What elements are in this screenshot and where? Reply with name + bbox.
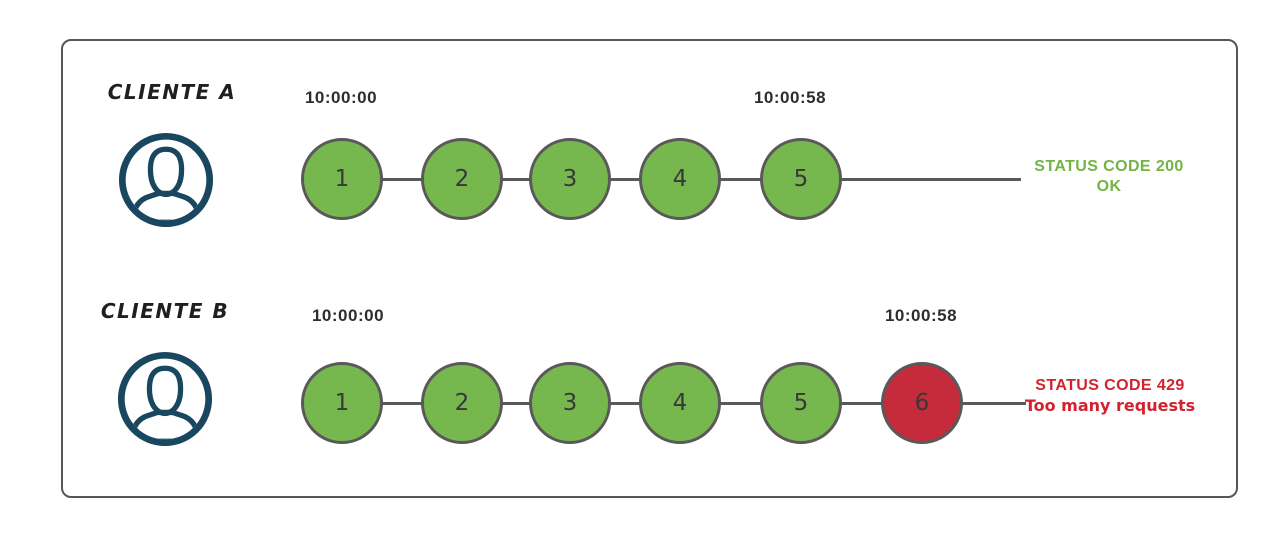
request-circle: 4 (639, 362, 721, 444)
user-avatar-icon (118, 132, 214, 228)
end-time-a: 10:00:58 (753, 88, 827, 107)
start-time-b: 10:00:00 (311, 306, 385, 325)
status-code-text: STATUS CODE 200 (1034, 158, 1184, 175)
status-message-text: OK (1096, 178, 1122, 195)
status-result-b: STATUS CODE 429 Too many requests (1008, 376, 1212, 416)
request-circle: 5 (760, 138, 842, 220)
request-circle: 1 (301, 138, 383, 220)
request-circle: 2 (421, 362, 503, 444)
request-circle: 2 (421, 138, 503, 220)
request-circle: 3 (529, 362, 611, 444)
request-circle: 5 (760, 362, 842, 444)
client-b-label: CLIENTE B (100, 299, 230, 323)
status-message-text: Too many requests (1024, 396, 1196, 415)
request-circle: 3 (529, 138, 611, 220)
start-time-a: 10:00:00 (304, 88, 378, 107)
request-circle-rejected: 6 (881, 362, 963, 444)
user-avatar-icon (117, 351, 213, 447)
status-result-a: STATUS CODE 200 OK (1007, 157, 1211, 197)
client-a-label: CLIENTE A (107, 80, 237, 104)
request-circle: 4 (639, 138, 721, 220)
status-code-text: STATUS CODE 429 (1035, 377, 1185, 394)
request-circle: 1 (301, 362, 383, 444)
end-time-b: 10:00:58 (884, 306, 958, 325)
